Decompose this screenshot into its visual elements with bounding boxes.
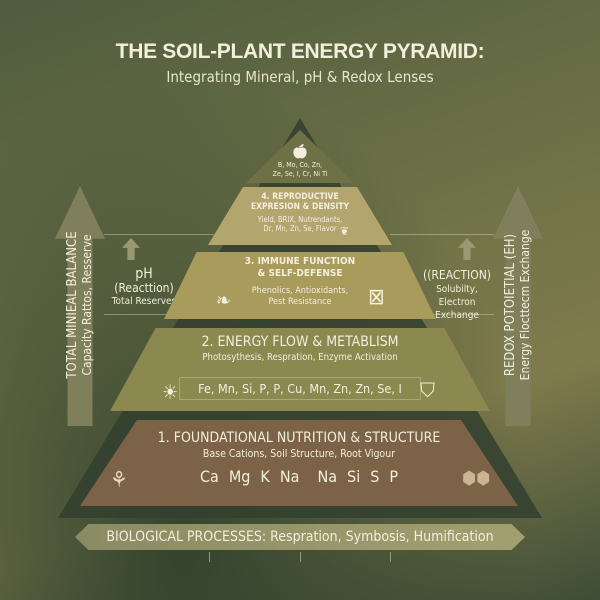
right-arrow-subtitle: Energy Flocttecm Exchange (518, 229, 532, 381)
leaf-icon: ❧ (216, 288, 232, 312)
tier4-detail: Yield, BRIX, Nutrendants, (257, 215, 343, 224)
title: THE SOIL-PLANT ENERGY PYRAMID: (115, 40, 485, 63)
ph-text: pH (135, 266, 153, 282)
tier-4-reproductive: 4. REPRODUCTIVE EXPRESION & DENSITY Yiel… (208, 187, 392, 245)
down-arrow-icon (209, 552, 210, 562)
tier2-detail: Photosythesis, Respration, Enzyme Activa… (202, 352, 398, 363)
tier4-detail-2: Dr, Mn, Zn, Se, Flavor (263, 224, 337, 233)
divider (416, 314, 494, 315)
element: Na (279, 467, 300, 486)
ph-reaction: (Reacttion) (114, 281, 174, 295)
tier-1-foundational: 1. FOUNDATIONAL NUTRITION & STRUCTURE Ba… (80, 420, 518, 506)
redox-reaction-label: ((REACTION) Solubilty, Electron Exchange (418, 268, 496, 322)
left-arrow-subtitle: Capacity Rattos, Resserve (80, 234, 94, 376)
down-arrow-icon (390, 552, 391, 562)
tier1-elements: Ca Mg K Na Na Si S P (200, 467, 398, 486)
left-arrow-title: TOTAL MINIEAL BALANCE (65, 231, 80, 379)
down-arrow-icon (300, 552, 301, 562)
tier4-title: 4. REPRODUCTIVE (261, 192, 339, 202)
tier2-elements: Fe, Mn, Si, P, P, Cu, Mn, Zn, Zn, Se, I (179, 377, 421, 400)
element: Ca (199, 467, 219, 486)
tier3-detail-2: Pest Resistance (268, 297, 332, 307)
shield-icon: ⛉ (420, 378, 435, 402)
sun-icon: ☀ (162, 380, 179, 404)
tier2-title: 2. ENERGY FLOW & METABLISM (201, 334, 399, 350)
biological-processes-banner: BIOLOGICAL PROCESSES: Respration, Symbos… (75, 524, 525, 550)
divider (390, 234, 494, 235)
element: Na (317, 467, 338, 486)
element: Mg (228, 467, 251, 486)
apex-elements-2: Ze, Se, I, Cr, Ni Ti (272, 170, 328, 178)
ph-reserves: Total Reserves (111, 296, 177, 307)
element: P (389, 467, 399, 486)
tier3-title: 3. IMMUNE FUNCTION (244, 256, 356, 267)
tier3-title-2: & SELF-DEFENSE (257, 268, 343, 279)
tier-3-immune: 3. IMMUNE FUNCTION & SELF-DEFENSE Phenol… (164, 252, 436, 319)
right-arrow-title: REDOX POTOIETIAL (EH) (503, 233, 518, 377)
redox-exchange: Electron Exchange (435, 297, 479, 321)
apple-icon: 🍎︎ (291, 144, 309, 160)
redox-reaction: ((REACTION) (422, 268, 491, 282)
right-arrow-label: REDOX POTOIETIAL (EH) Energy Flocttecm E… (503, 205, 533, 405)
tier3-detail: Phenolics, Antioxidants, (251, 286, 349, 296)
ph-label: pH (Reacttion) Total Reserves (104, 267, 184, 308)
redox-solubility: Solubilty, (436, 284, 478, 295)
tier-2-energy: 2. ENERGY FLOW & METABLISM Photosythesis… (110, 328, 490, 411)
element: S (370, 467, 380, 486)
tier1-title: 1. FOUNDATIONAL NUTRITION & STRUCTURE (157, 430, 441, 446)
aggregates-icon: ⬢⬢ (462, 468, 491, 489)
subtitle: Integrating Mineral, pH & Redox Lenses (166, 68, 434, 86)
left-arrow-label: TOTAL MINIEAL BALANCE Capacity Rattos, R… (65, 205, 95, 405)
roots-icon: ⚘ (110, 468, 128, 493)
element: K (260, 467, 270, 486)
leaf-icon: ❦ (340, 224, 350, 238)
no-pest-icon: ⊠ (368, 285, 385, 310)
apex-elements-1: B, Mo, Co, Zn, (277, 161, 323, 169)
tier4-title-2: EXPRESION & DENSITY (250, 202, 350, 212)
divider (104, 234, 214, 235)
tier1-detail: Base Cations, Soil Structure, Root Vigou… (202, 448, 396, 460)
element: Si (347, 467, 361, 486)
divider (104, 314, 184, 315)
